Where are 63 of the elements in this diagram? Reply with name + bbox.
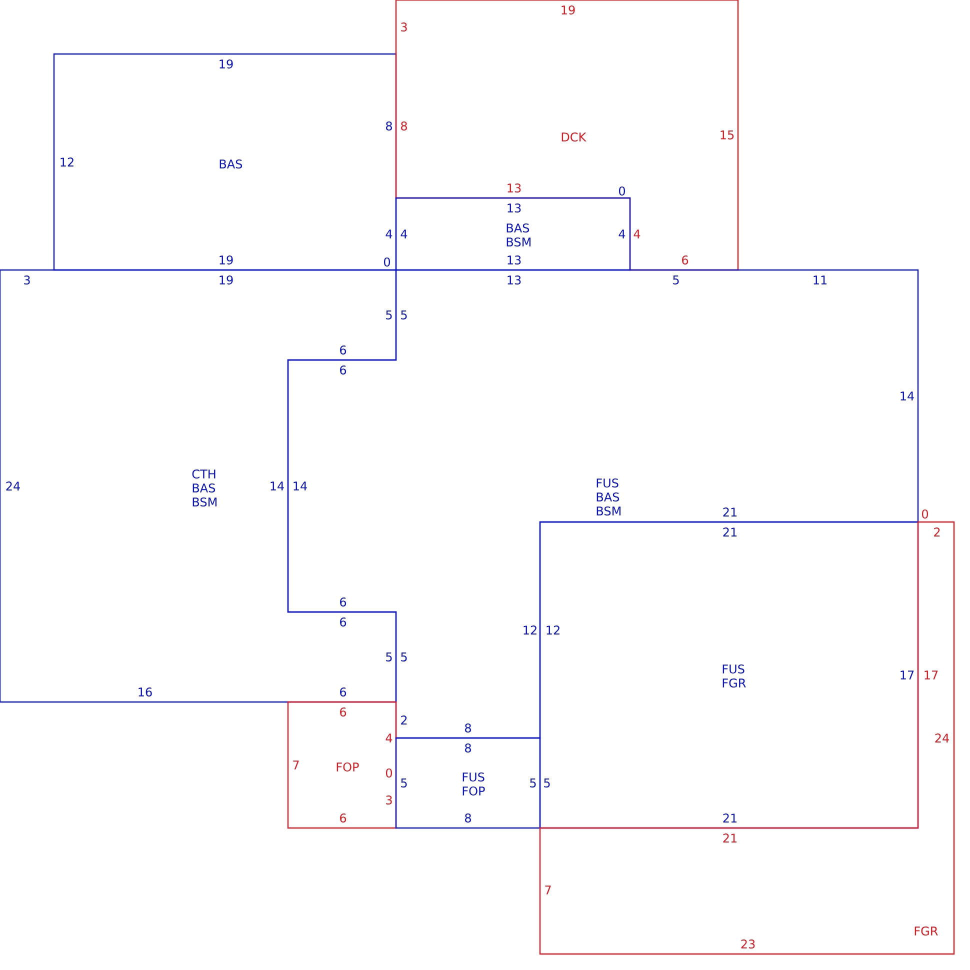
length-label: 7 xyxy=(293,760,299,770)
length-label: 3 xyxy=(401,22,407,32)
length-label: 5 xyxy=(386,310,392,320)
length-label: 6 xyxy=(340,813,346,823)
length-label: 17 xyxy=(900,670,914,680)
length-label: 21 xyxy=(723,834,737,842)
length-label: 5 xyxy=(386,652,392,662)
length-label: 8 xyxy=(465,743,471,753)
length-label: 14 xyxy=(294,482,307,490)
length-label: 12 xyxy=(524,626,536,634)
length-label: 4 xyxy=(400,230,408,238)
length-label: 3 xyxy=(386,795,392,805)
length-label: 11 xyxy=(814,276,827,284)
length-label: 2 xyxy=(934,528,940,536)
length-label: 4 xyxy=(634,230,640,238)
length-label: 4 xyxy=(618,230,626,238)
length-label: 4 xyxy=(386,734,392,742)
length-label: 6 xyxy=(340,707,346,717)
length-label: 19 xyxy=(562,5,575,15)
length-label: 8 xyxy=(401,121,407,131)
length-label: 12 xyxy=(60,158,74,166)
length-label: 13 xyxy=(508,255,521,265)
length-label: 6 xyxy=(340,687,346,697)
length-label: 6 xyxy=(340,597,346,607)
length-label: 19 xyxy=(220,59,233,69)
length-label: 14 xyxy=(270,482,284,490)
length-label: 17 xyxy=(924,670,938,680)
length-label: 19 xyxy=(220,275,233,285)
length-label: 16 xyxy=(138,687,152,697)
length-label: 21 xyxy=(723,528,737,536)
length-label: 21 xyxy=(723,508,737,516)
length-label: 15 xyxy=(720,130,734,140)
length-label: 24 xyxy=(935,734,949,742)
length-label: 8 xyxy=(465,723,471,733)
length-label: 8 xyxy=(386,121,392,131)
length-label: 5 xyxy=(673,276,679,284)
length-label: 12 xyxy=(546,626,560,634)
length-label: 0 xyxy=(922,509,928,519)
length-label: 0 xyxy=(386,768,392,778)
length-label: 24 xyxy=(6,482,20,490)
length-label: 7 xyxy=(545,886,551,894)
length-label: 6 xyxy=(340,365,346,375)
length-label: 8 xyxy=(465,813,471,823)
length-label: 0 xyxy=(618,186,626,196)
length-label: 21 xyxy=(723,814,737,822)
length-label: 5 xyxy=(401,310,407,320)
length-label: 3 xyxy=(24,275,30,285)
length-label: 13 xyxy=(508,203,521,213)
length-label: 14 xyxy=(900,392,914,400)
length-label: 5 xyxy=(401,652,407,662)
length-label: 2 xyxy=(401,716,407,724)
length-label: 19 xyxy=(220,255,233,265)
length-label: 6 xyxy=(340,345,346,355)
length-label: 5 xyxy=(401,778,407,788)
length-label: 13 xyxy=(508,183,521,193)
length-label: 5 xyxy=(544,778,550,788)
length-label: 5 xyxy=(530,778,536,788)
length-label: 6 xyxy=(682,255,688,265)
length-label: 6 xyxy=(340,617,346,627)
length-label: 13 xyxy=(508,275,521,285)
length-label: 23 xyxy=(741,939,755,949)
length-label: 4 xyxy=(386,230,392,238)
length-label: 0 xyxy=(384,257,390,267)
